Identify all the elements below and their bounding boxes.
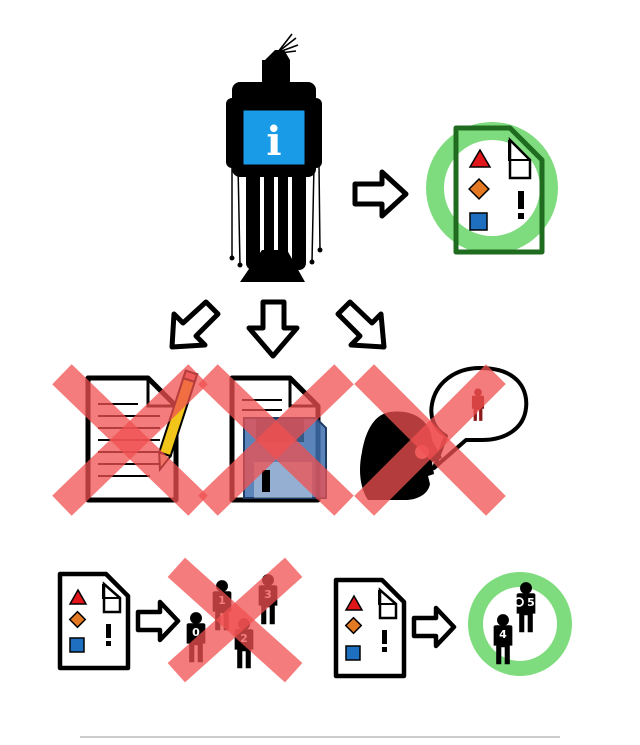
reject-cross (354, 364, 506, 516)
reject-cross (167, 557, 303, 683)
reject-cross (52, 364, 208, 516)
person-number-4: 4 (499, 628, 507, 641)
arrow-down-icon (246, 299, 300, 359)
arrow-right-icon (352, 169, 409, 219)
approved-document-icon (426, 122, 558, 255)
document-icon (57, 571, 131, 671)
arrow-down-left-icon (169, 299, 221, 350)
pair-icon: 5 4 (468, 572, 572, 676)
arrow-down-right-icon (335, 299, 387, 350)
robot-info-icon: i (226, 33, 323, 282)
reject-cross (198, 364, 354, 516)
person-number-0: 0 (192, 626, 200, 639)
arrow-right-icon (135, 599, 181, 643)
info-glyph: i (266, 118, 281, 165)
person-number-5: 5 (527, 596, 535, 609)
arrow-right-icon (411, 605, 457, 649)
document-icon (333, 577, 407, 679)
